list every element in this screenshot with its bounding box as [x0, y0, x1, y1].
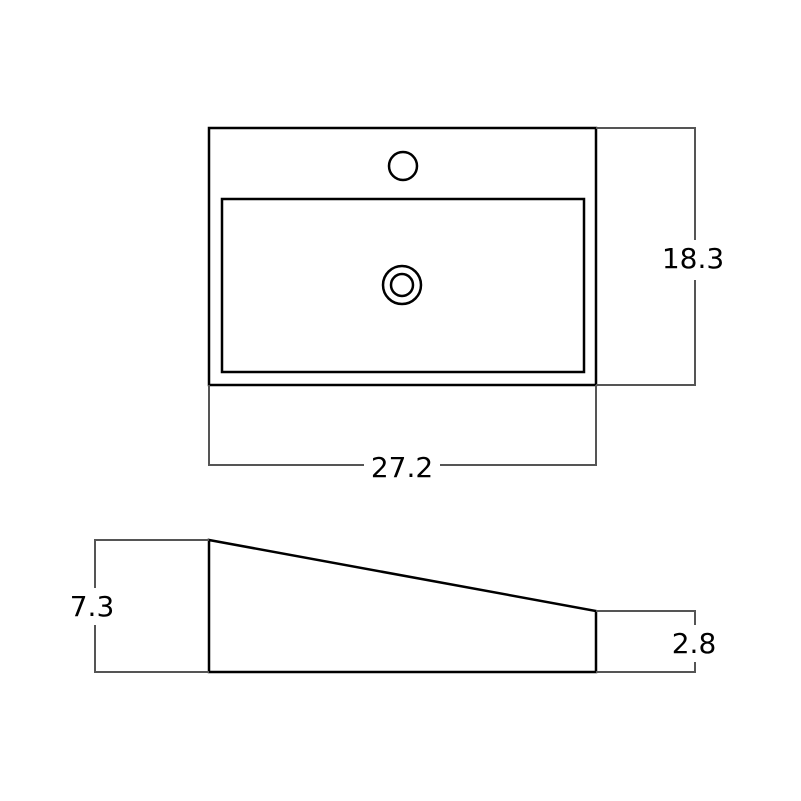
back-height-line-top	[94, 539, 209, 588]
sink-side-profile	[207, 538, 598, 674]
top-view	[207, 126, 598, 387]
depth-dimension-line-top	[596, 127, 696, 240]
front-height-line-top	[596, 610, 696, 625]
back-height-line-bottom	[94, 625, 209, 673]
front-height-label: 2.8	[672, 627, 717, 660]
width-label: 27.2	[371, 451, 433, 484]
side-view	[207, 538, 598, 674]
front-height-dimension: 2.8	[596, 610, 717, 673]
faucet-hole-icon	[387, 150, 419, 182]
back-height-label: 7.3	[70, 590, 115, 623]
width-dimension: 27.2	[208, 385, 597, 484]
width-dimension-line-left	[208, 385, 364, 466]
drain-icon	[381, 264, 423, 306]
sink-basin	[220, 197, 586, 374]
width-dimension-line-right	[440, 385, 597, 466]
front-height-line-bottom	[596, 662, 696, 673]
sink-outer-rim	[207, 126, 598, 387]
depth-dimension: 18.3	[596, 127, 724, 386]
back-height-dimension: 7.3	[70, 539, 209, 673]
depth-dimension-line-bottom	[596, 280, 696, 386]
depth-label: 18.3	[662, 242, 724, 275]
